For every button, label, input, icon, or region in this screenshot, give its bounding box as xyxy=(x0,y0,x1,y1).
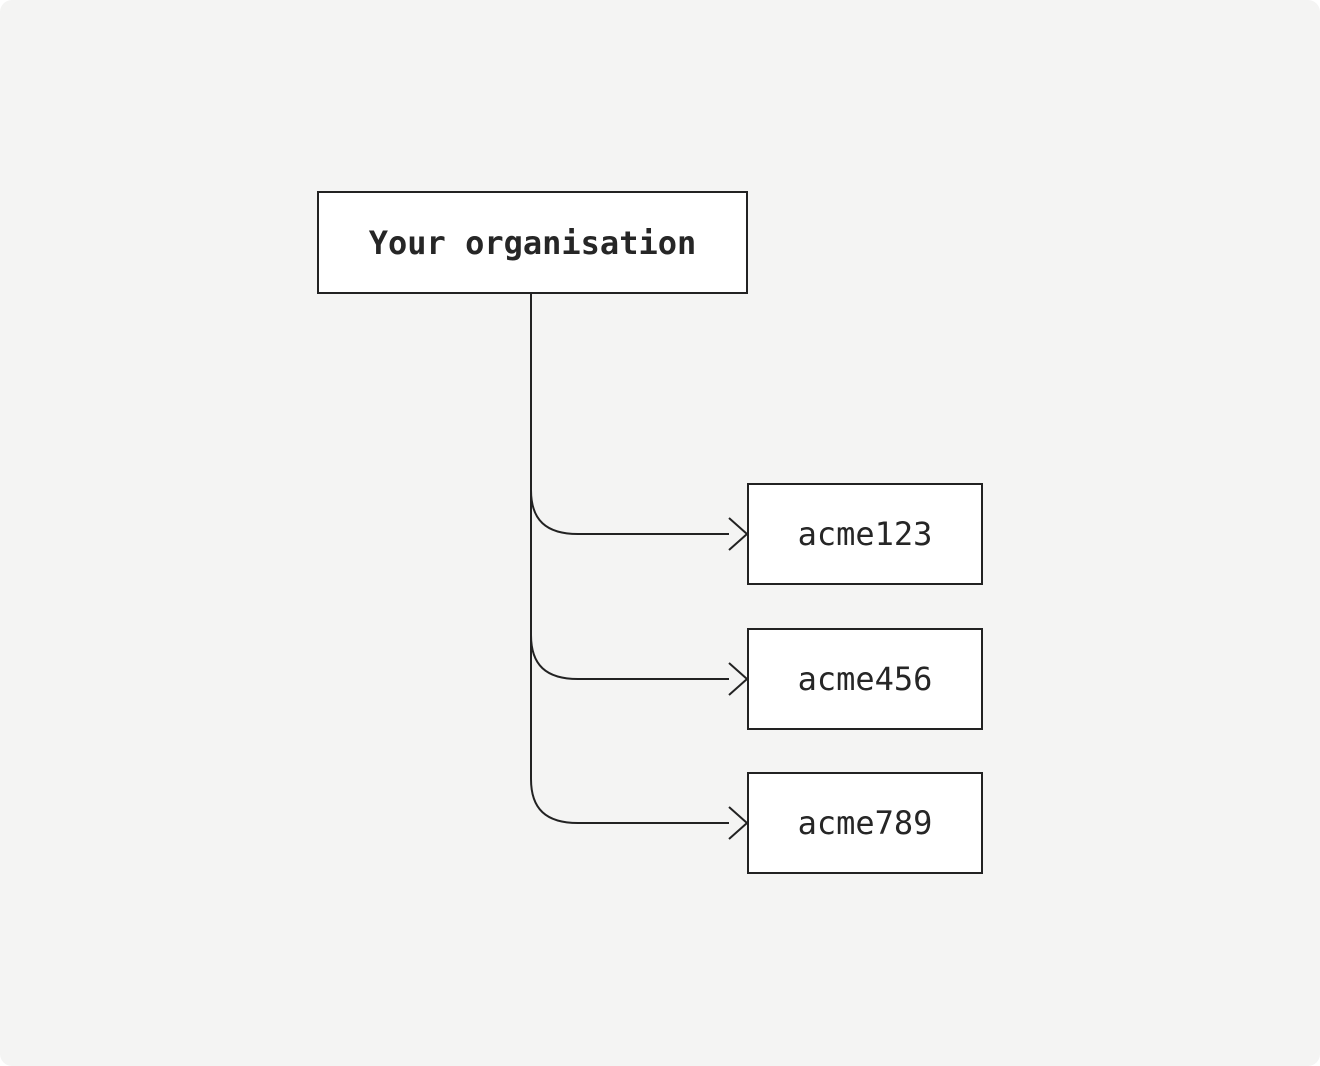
node-acme456-label: acme456 xyxy=(797,660,933,698)
arrowhead-acme789-icon xyxy=(728,806,749,840)
node-acme789-label: acme789 xyxy=(797,804,933,842)
node-your-organisation-label: Your organisation xyxy=(368,223,697,262)
node-acme123: acme123 xyxy=(747,483,983,585)
arrowhead-acme123-icon xyxy=(728,517,749,551)
node-acme123-label: acme123 xyxy=(797,515,933,553)
edge-org-to-acme456 xyxy=(530,634,729,680)
node-acme789: acme789 xyxy=(747,772,983,874)
edge-org-trunk-to-acme789 xyxy=(530,294,729,824)
edge-org-to-acme123 xyxy=(530,489,729,535)
node-your-organisation: Your organisation xyxy=(317,191,748,294)
arrowhead-acme456-icon xyxy=(728,662,749,696)
node-acme456: acme456 xyxy=(747,628,983,730)
